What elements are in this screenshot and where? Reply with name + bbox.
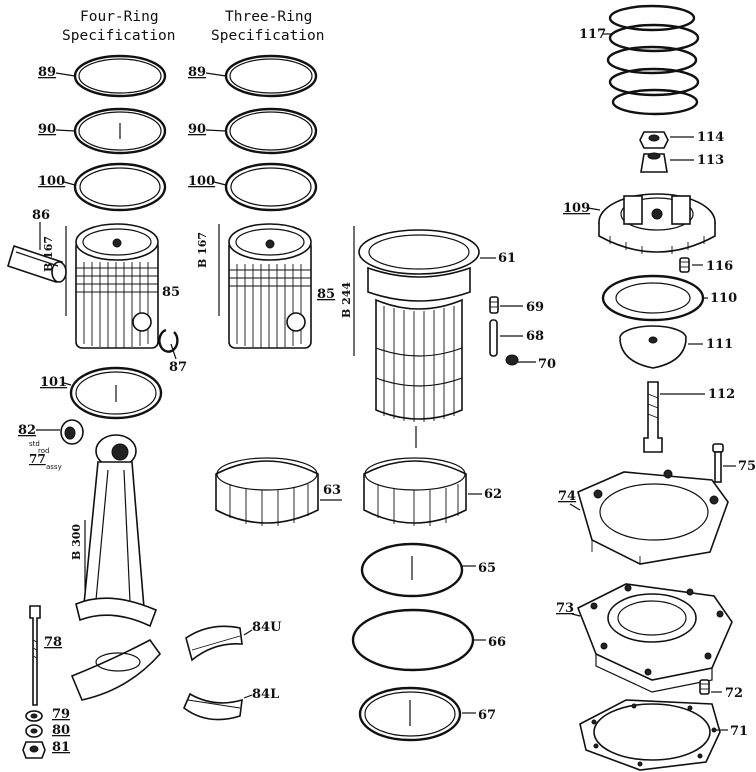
- label-100-three: 100: [188, 174, 215, 189]
- label-70: 70: [538, 357, 556, 372]
- label-112: 112: [708, 387, 735, 402]
- label-90-three: 90: [188, 122, 206, 137]
- rotor-109: [598, 193, 716, 254]
- label-110: 110: [710, 291, 737, 306]
- piston-85-four: [75, 223, 159, 349]
- ring-100-four: [73, 162, 167, 212]
- label-114: 114: [697, 130, 724, 145]
- label-78: 78: [44, 635, 62, 650]
- label-assy: assy: [46, 463, 62, 471]
- dim-b167-four: B 167: [42, 236, 55, 272]
- stud-112: [643, 381, 663, 453]
- housing-74: [577, 469, 729, 565]
- label-81: 81: [52, 740, 70, 755]
- label-90-four: 90: [38, 122, 56, 137]
- nut-113: [640, 152, 668, 173]
- label-75: 75: [738, 459, 756, 474]
- label-71: 71: [730, 724, 748, 739]
- label-117: 117: [579, 27, 606, 42]
- label-82: 82: [18, 423, 36, 438]
- rod-cap: [70, 638, 162, 701]
- label-84l: 84L: [252, 687, 279, 702]
- label-67: 67: [478, 708, 496, 723]
- label-84u: 84U: [252, 620, 282, 635]
- label-89-three: 89: [188, 65, 206, 80]
- bolt-75: [712, 443, 724, 483]
- bushing-82: [60, 419, 84, 445]
- piston-pin-86: [7, 244, 67, 284]
- washer-80: [25, 724, 43, 738]
- ring-89-three: [224, 54, 318, 98]
- ring-90-three: [224, 107, 318, 155]
- label-85-three: 85: [317, 287, 335, 302]
- spring-116: [679, 257, 690, 273]
- seal-62: [363, 457, 467, 526]
- label-74: 74: [558, 489, 576, 504]
- label-101: 101: [40, 375, 67, 390]
- label-86: 86: [32, 208, 50, 223]
- label-77: 77: [29, 452, 46, 466]
- label-111: 111: [706, 337, 733, 352]
- label-109: 109: [563, 201, 590, 216]
- label-85-four: 85: [162, 285, 180, 300]
- label-68: 68: [526, 329, 544, 344]
- flange-73: [576, 583, 733, 693]
- valve-spring-117: [606, 4, 700, 116]
- label-116: 116: [706, 259, 733, 274]
- dim-b167-three: B 167: [196, 232, 209, 268]
- label-87: 87: [169, 360, 187, 375]
- cover-111: [619, 325, 687, 369]
- rod-bolt-78: [29, 605, 41, 706]
- plug-70: [505, 354, 519, 366]
- bearing-84u: [185, 625, 243, 662]
- ring-90-four: [73, 107, 167, 155]
- spring-69: [489, 296, 499, 314]
- bearing-84l: [183, 692, 243, 721]
- cylinder-liner-61: [358, 229, 480, 448]
- label-100-four: 100: [38, 174, 65, 189]
- label-65: 65: [478, 561, 496, 576]
- label-69: 69: [526, 300, 544, 315]
- label-61: 61: [498, 251, 516, 266]
- label-66: 66: [488, 635, 506, 650]
- washer-79: [25, 710, 43, 722]
- label-rod: rod: [38, 447, 49, 455]
- liner-ring-65: [360, 542, 464, 598]
- snap-ring-87: [158, 328, 179, 353]
- gasket-71: [579, 699, 721, 771]
- ring-101: [69, 366, 163, 420]
- liner-ring-67: [358, 686, 462, 742]
- label-89-four: 89: [38, 65, 56, 80]
- ring-100-three: [224, 162, 318, 212]
- seal-63: [215, 457, 319, 526]
- liner-ring-66: [351, 608, 475, 672]
- dim-b244: B 244: [340, 282, 353, 318]
- label-std: std: [29, 440, 40, 448]
- three-ring-header-line1: Three-Ring: [225, 9, 312, 25]
- spring-72: [699, 679, 710, 695]
- label-79: 79: [52, 707, 70, 722]
- gasket-110: [601, 274, 705, 322]
- connecting-rod: [75, 434, 158, 628]
- label-80: 80: [52, 723, 70, 738]
- ring-89-four: [73, 54, 167, 98]
- pin-68: [489, 319, 498, 357]
- label-63: 63: [323, 483, 341, 498]
- four-ring-header-line2: Specification: [62, 28, 176, 44]
- label-62: 62: [484, 487, 502, 502]
- label-113: 113: [697, 153, 724, 168]
- dim-b300: B 300: [70, 524, 83, 560]
- piston-85-three: [228, 223, 312, 349]
- four-ring-header-line1: Four-Ring: [80, 9, 159, 25]
- label-72: 72: [725, 686, 743, 701]
- three-ring-header-line2: Specification: [211, 28, 325, 44]
- nut-81: [22, 741, 46, 759]
- label-73: 73: [556, 601, 574, 616]
- nut-114: [639, 131, 669, 149]
